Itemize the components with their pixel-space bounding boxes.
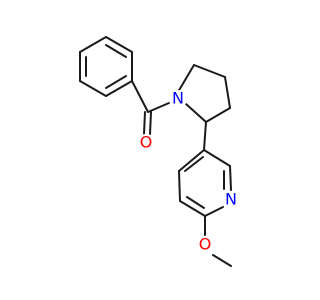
nitrogen-atom-label: N [169,89,187,108]
pyrrolidine-bond [193,64,226,78]
pyridine-nitrogen-atom-label: N [222,190,240,209]
pyridine-inner-bond [186,196,205,209]
methoxy-oxygen-atom-symbol: O [199,235,212,254]
oxygen-atom-symbol: O [140,133,153,152]
benzene-ring [79,36,133,97]
pyridine-ring [178,149,232,217]
carbonyl-double-bond [143,111,146,135]
pyrrolidine-pyridine-bond [203,121,207,151]
benzene-inner-bond [105,75,127,89]
pyrrolidine-bond [177,64,195,93]
pyrrolidine-ring [177,64,231,123]
nitrogen-atom-symbol: N [172,89,184,108]
benzene-inner-bond [105,44,127,58]
pyrrolidine-bond [185,103,207,123]
pyridine-bond [178,149,205,172]
benzene-bond [105,80,133,97]
pyridine-bond [229,165,232,191]
benzene-bond [105,36,133,53]
pyridine-nitrogen-atom-symbol: N [225,190,237,209]
pyridine-bond [203,149,231,167]
benzene-bond [79,80,107,97]
phenyl-carbonyl-bond [131,80,149,113]
pyridine-bond [204,206,224,217]
methoxy-methyl-bond [212,254,232,267]
pyrrolidine-bond [224,76,231,109]
benzene-bond [79,36,107,53]
pyridine-bond [178,170,181,202]
oxygen-atom-label: O [137,133,155,152]
methoxy-oxygen-atom-label: O [196,235,214,254]
carbonyl-double-bond [149,111,152,135]
pyridine-bond [179,200,206,217]
molecule-structure: O N N O [79,36,240,267]
carbonyl-nitrogen-bond [147,102,170,113]
pyridine-inner-bond [184,156,204,172]
pyrrolidine-bond [205,107,231,123]
